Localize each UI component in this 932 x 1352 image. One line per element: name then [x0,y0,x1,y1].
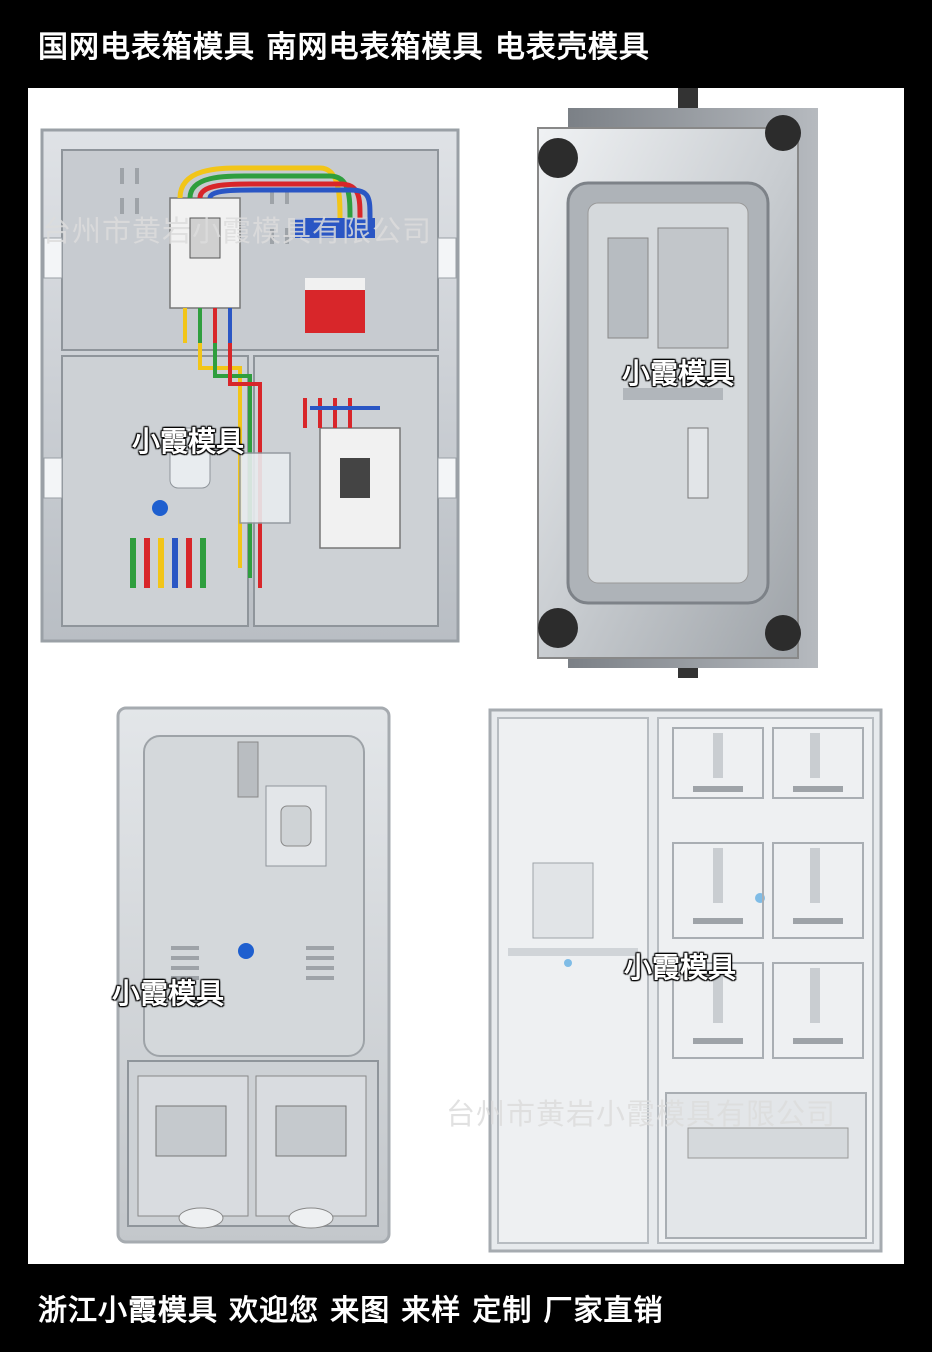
brand-watermark-1: 小霞模具 [132,425,245,458]
product-collage: 台州市黄岩小霞模具有限公司 台州市黄岩小霞模具有限公司 小霞模具 小霞模具 小霞… [28,88,904,1264]
brand-watermark-4: 小霞模具 [624,951,737,984]
meter-box-wired-photo [40,128,460,643]
company-watermark-top: 台州市黄岩小霞模具有限公司 [42,214,433,248]
meter-box-mould-photo [537,88,818,678]
multi-meter-box-photo [488,708,883,1253]
single-meter-box-photo [116,706,391,1244]
company-watermark-bottom: 台州市黄岩小霞模具有限公司 [446,1097,837,1131]
header-banner: 国网电表箱模具 南网电表箱模具 电表壳模具 [0,0,932,88]
footer-slogan: 浙江小霞模具 欢迎您 来图 来样 定制 厂家直销 [38,1293,664,1327]
header-title: 国网电表箱模具 南网电表箱模具 电表壳模具 [38,30,650,65]
footer-banner: 浙江小霞模具 欢迎您 来图 来样 定制 厂家直销 [0,1264,932,1352]
brand-watermark-2: 小霞模具 [622,357,735,390]
brand-watermark-3: 小霞模具 [112,977,225,1010]
